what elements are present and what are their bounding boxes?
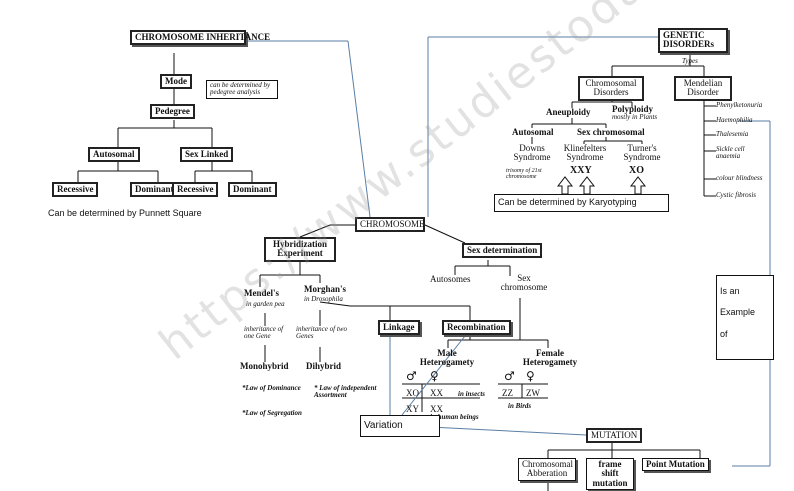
dominant-box-2: Dominant <box>228 182 277 198</box>
polyploidy-label: Polyploidy <box>612 104 654 114</box>
male-symbol-2: ♂ <box>504 369 515 383</box>
example-line-3: of <box>720 328 728 339</box>
example-line-2: Example <box>720 307 756 318</box>
female-symbol-1: ♀ <box>430 369 439 383</box>
in-birds-note: in Birds <box>508 402 532 410</box>
sex-linked-box: Sex Linked <box>180 147 234 163</box>
chromosomal-disorders-box: Chromosomal Disorders <box>578 76 644 101</box>
inheritance-one-note: inheritance of one Gene <box>244 325 284 341</box>
recessive-box-2: Recessive <box>172 182 219 198</box>
chromosome-center-box: CHROMOSOME <box>355 217 425 233</box>
monohybrid-label: Monohybrid <box>240 361 289 371</box>
karyotyping-note: Can be determined by Karyotyping <box>494 194 669 212</box>
mendels-label: Mendel's <box>244 288 279 298</box>
xxy-label: XXY <box>570 165 592 176</box>
autosomal-box: Autosomal <box>88 147 140 163</box>
in-human-note: in human beings <box>430 413 479 421</box>
inheritance-two-note: inheritance of two Genes <box>296 325 347 341</box>
mendelian-item-6: Cystic fibrosis <box>716 191 756 199</box>
autosomes-label: Autosomes <box>430 274 471 284</box>
mendelian-item-4: Sickle cell anaemia <box>716 145 745 161</box>
xx-female-insects: XX <box>430 388 443 398</box>
in-insects-note: in insects <box>458 390 486 398</box>
sex-determination-box: Sex determination <box>462 243 543 259</box>
morghans-note: in Drosophila <box>304 295 343 303</box>
xo-label: XO <box>629 165 644 176</box>
example-box: Is an Example of <box>716 275 774 360</box>
linkage-box: Linkage <box>378 320 420 336</box>
mendelian-item-5: colour blindness <box>716 174 763 182</box>
recombination-box: Recombination <box>442 320 511 336</box>
mendelian-item-2: Haemophilia <box>716 116 753 124</box>
mutation-box: MUTATION <box>586 428 643 444</box>
polyploidy-note: mostly in Plants <box>612 113 658 121</box>
morghans-label: Morghan's <box>304 284 347 294</box>
aneuploidy-label: Aneuploidy <box>546 107 591 117</box>
law-dominance: *Law of Dominance <box>242 384 301 392</box>
example-line-1: Is an <box>720 286 740 296</box>
mendels-note: in garden pea <box>246 300 285 308</box>
frame-shift-box: frame shift mutation <box>586 458 634 491</box>
genetic-disorders-title: GENETIC DISORDERs <box>658 28 728 53</box>
mode-note: can be determined by pedegree analysis <box>206 80 278 99</box>
xx-female-human: XX <box>430 404 443 414</box>
female-heterogamety-label: Female Heterogamety <box>522 348 578 368</box>
mode-box: Mode <box>160 74 192 90</box>
male-heterogamety-label: Male Heterogamety <box>419 348 475 368</box>
law-segregation: *Law of Segregation <box>242 409 302 417</box>
law-independent-assortment: * Law of independent Assortment <box>314 384 377 400</box>
mendelian-disorder-box: Mendelian Disorder <box>674 76 732 101</box>
mendelian-item-1: Phenylketonuria <box>716 101 763 109</box>
trisomy-note: trisomy of 21st chromosome <box>506 168 542 181</box>
klinefelters-syndrome-label: Klinefelters Syndrome <box>563 143 607 163</box>
downs-syndrome-label: Downs Syndrome <box>513 143 551 163</box>
xo-male: XO <box>406 388 419 398</box>
turners-syndrome-label: Turner's Syndrome <box>623 143 661 163</box>
mendelian-item-3: Thalesemia <box>716 130 749 138</box>
xy-male: XY <box>406 404 419 414</box>
sex-chromosomal-label: Sex chromosomal <box>577 127 645 137</box>
male-symbol-1: ♂ <box>406 369 417 383</box>
chromosomal-aberration-box: Chromosomal Abberation <box>518 458 576 481</box>
dominant-box-1: Dominant <box>130 182 179 198</box>
hybridization-box: Hybridization Experiment <box>264 237 336 262</box>
zz-label: ZZ <box>502 388 513 398</box>
pedegree-box: Pedegree <box>150 104 195 120</box>
point-mutation-box: Point Mutation <box>642 458 709 472</box>
punnett-note: Can be determined by Punnett Square <box>48 208 202 218</box>
female-symbol-2: ♀ <box>526 369 535 383</box>
autosomal-label: Autosomal <box>512 127 554 137</box>
dihybrid-label: Dihybrid <box>306 361 342 371</box>
chromosome-inheritance-title: CHROMOSOME INHERITANCE <box>130 30 270 46</box>
types-label: Types <box>682 57 698 65</box>
variation-box: Variation <box>360 415 440 437</box>
sex-chromosome-label: Sex chromosome <box>500 273 548 293</box>
zw-label: ZW <box>526 388 540 398</box>
recessive-box-1: Recessive <box>52 182 99 198</box>
